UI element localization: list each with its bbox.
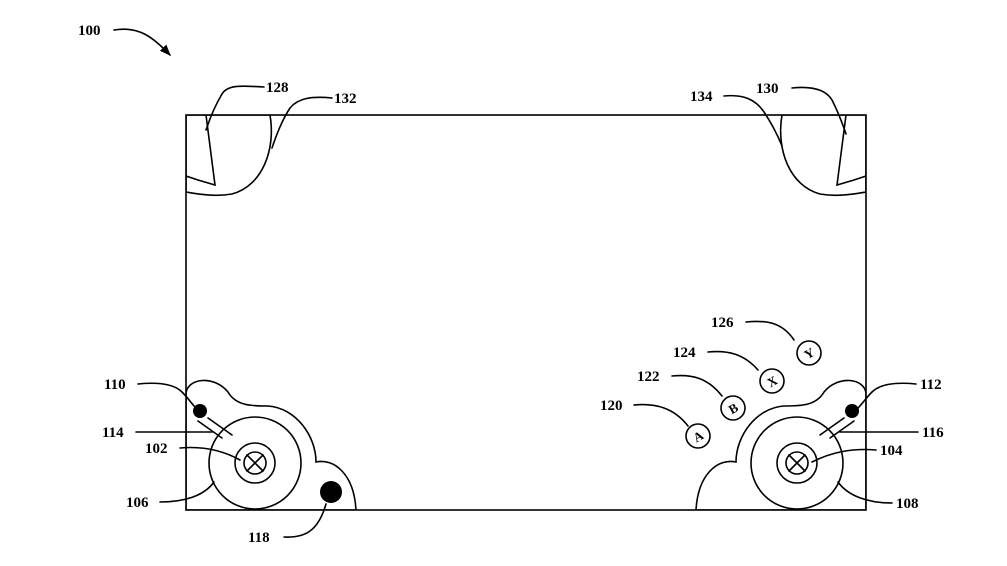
reference-104: 104 bbox=[811, 443, 903, 463]
reference-120: 120 bbox=[600, 398, 689, 427]
ref-label-124: 124 bbox=[673, 345, 696, 361]
reference-116: 116 bbox=[839, 425, 944, 441]
reference-110: 110 bbox=[104, 377, 197, 409]
face-button-b: B bbox=[720, 395, 746, 421]
reference-134: 134 bbox=[690, 89, 783, 147]
right-indicator-112 bbox=[845, 404, 859, 418]
ref-label-118: 118 bbox=[248, 530, 270, 546]
leader-104 bbox=[811, 448, 877, 463]
leader-102 bbox=[179, 446, 241, 461]
ref-label-122: 122 bbox=[637, 369, 660, 385]
ref-label-104: 104 bbox=[880, 443, 903, 459]
ref-label-120: 120 bbox=[600, 398, 623, 414]
ref-arrow-100 bbox=[113, 28, 171, 56]
ref-label-114: 114 bbox=[102, 425, 124, 441]
left-stick-cross-icon bbox=[243, 451, 267, 475]
leader-132 bbox=[271, 96, 333, 149]
ref-label-130: 130 bbox=[756, 81, 779, 97]
reference-108: 108 bbox=[837, 481, 919, 512]
reference-106: 106 bbox=[126, 481, 215, 511]
left-channel-114-edge bbox=[197, 420, 223, 439]
right-channel-116 bbox=[819, 417, 845, 436]
right-stick-cross-icon bbox=[785, 451, 809, 475]
left-bumper-128 bbox=[186, 115, 216, 187]
ref-label-100: 100 bbox=[78, 23, 101, 39]
ref-label-132: 132 bbox=[334, 91, 357, 107]
face-button-x: X bbox=[759, 368, 785, 394]
face-button-a: A bbox=[685, 423, 711, 449]
reference-132: 132 bbox=[271, 91, 357, 149]
ref-label-116: 116 bbox=[922, 425, 944, 441]
leader-112 bbox=[857, 382, 917, 409]
reference-128: 128 bbox=[205, 80, 289, 131]
reference-100: 100 bbox=[78, 23, 171, 56]
right-channel-116-edge bbox=[829, 420, 855, 439]
leader-124 bbox=[707, 350, 759, 371]
reference-118: 118 bbox=[248, 503, 327, 546]
button-118 bbox=[320, 481, 342, 503]
leader-122 bbox=[671, 374, 723, 397]
ref-label-110: 110 bbox=[104, 377, 126, 393]
leader-126 bbox=[745, 320, 795, 341]
leader-106 bbox=[159, 481, 215, 503]
reference-130: 130 bbox=[756, 81, 847, 135]
leader-134 bbox=[723, 94, 783, 147]
ref-label-126: 126 bbox=[711, 315, 734, 331]
leader-118 bbox=[283, 503, 327, 538]
right-bumper-130 bbox=[836, 115, 866, 187]
ref-label-108: 108 bbox=[896, 496, 919, 512]
leader-130 bbox=[791, 86, 847, 135]
reference-122: 122 bbox=[637, 369, 723, 397]
ref-label-128: 128 bbox=[266, 80, 289, 96]
reference-126: 126 bbox=[711, 315, 795, 341]
reference-112: 112 bbox=[857, 377, 942, 409]
leader-110 bbox=[137, 382, 197, 409]
ref-label-112: 112 bbox=[920, 377, 942, 393]
ref-label-106: 106 bbox=[126, 495, 149, 511]
device: A B X Y bbox=[185, 114, 867, 511]
leader-128 bbox=[205, 85, 265, 131]
leader-108 bbox=[837, 481, 893, 504]
face-button-y: Y bbox=[796, 340, 822, 366]
reference-102: 102 bbox=[145, 441, 241, 461]
reference-114: 114 bbox=[102, 425, 213, 441]
device-outline bbox=[185, 114, 867, 511]
ref-label-102: 102 bbox=[145, 441, 168, 457]
left-channel-114 bbox=[207, 417, 233, 436]
leader-120 bbox=[633, 403, 689, 427]
reference-124: 124 bbox=[673, 345, 759, 371]
ref-label-134: 134 bbox=[690, 89, 713, 105]
